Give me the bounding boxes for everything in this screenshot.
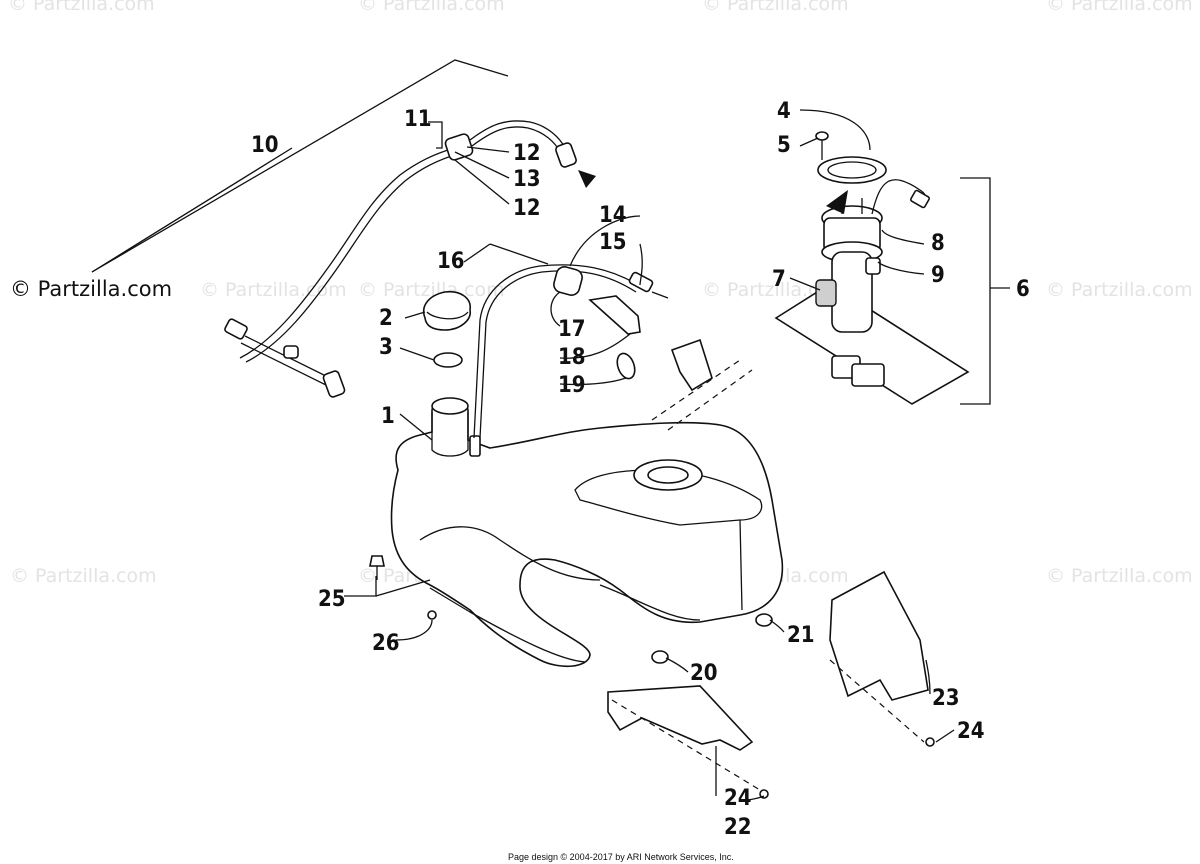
skid-plates bbox=[369, 555, 935, 799]
callout-10: 10 bbox=[251, 133, 279, 158]
callout-2: 2 bbox=[379, 306, 393, 331]
watermark: © Partzilla.com bbox=[200, 279, 347, 301]
watermark: © Partzilla.com bbox=[8, 0, 155, 15]
watermark: © Partzilla.com bbox=[1046, 0, 1193, 15]
fuel-pump-assembly bbox=[774, 131, 991, 405]
fuel-cap bbox=[423, 290, 471, 331]
watermark: © Partzilla.com bbox=[1046, 565, 1193, 587]
watermark: © Partzilla.com bbox=[1046, 279, 1193, 301]
callout-26: 26 bbox=[372, 631, 400, 656]
callout-8: 8 bbox=[931, 231, 945, 256]
callout-3: 3 bbox=[379, 335, 393, 360]
leader-lines bbox=[91, 109, 1010, 801]
footer-copyright: Page design © 2004-2017 by ARI Network S… bbox=[508, 852, 734, 862]
callout-17: 17 bbox=[558, 317, 586, 342]
watermark: © Partzilla.com bbox=[10, 565, 157, 587]
fuel-tank bbox=[390, 397, 784, 668]
callout-13: 13 bbox=[513, 167, 541, 192]
callout-1: 1 bbox=[381, 404, 395, 429]
callout-7: 7 bbox=[772, 267, 786, 292]
watermark: © Partzilla.com bbox=[358, 0, 505, 15]
callout-14: 14 bbox=[599, 203, 627, 228]
callout-18: 18 bbox=[558, 345, 586, 370]
callout-4: 4 bbox=[777, 99, 791, 124]
callout-16: 16 bbox=[437, 249, 465, 274]
callout-11: 11 bbox=[404, 107, 432, 132]
callout-numbers: 10 11 12 13 12 14 15 16 2 3 1 17 18 19 4… bbox=[251, 99, 1030, 840]
callout-21: 21 bbox=[787, 623, 815, 648]
vent-hose-assembly bbox=[91, 59, 596, 398]
breather-tube bbox=[473, 243, 753, 439]
callout-12: 12 bbox=[513, 141, 541, 166]
callout-9: 9 bbox=[931, 263, 945, 288]
callout-15: 15 bbox=[599, 230, 627, 255]
callout-24: 24 bbox=[957, 719, 985, 744]
callout-23: 23 bbox=[932, 686, 960, 711]
cap-gasket bbox=[433, 352, 463, 368]
callout-19: 19 bbox=[558, 373, 586, 398]
callout-24: 24 bbox=[724, 786, 752, 811]
callout-22: 22 bbox=[724, 815, 752, 840]
watermark-dark: © Partzilla.com bbox=[10, 277, 172, 301]
callout-6: 6 bbox=[1016, 277, 1030, 302]
callout-12: 12 bbox=[513, 196, 541, 221]
callout-20: 20 bbox=[690, 661, 718, 686]
watermark: © Partzilla.com bbox=[358, 279, 505, 301]
watermark: © Partzilla.com bbox=[702, 0, 849, 15]
callout-25: 25 bbox=[318, 587, 346, 612]
callout-5: 5 bbox=[777, 133, 791, 158]
